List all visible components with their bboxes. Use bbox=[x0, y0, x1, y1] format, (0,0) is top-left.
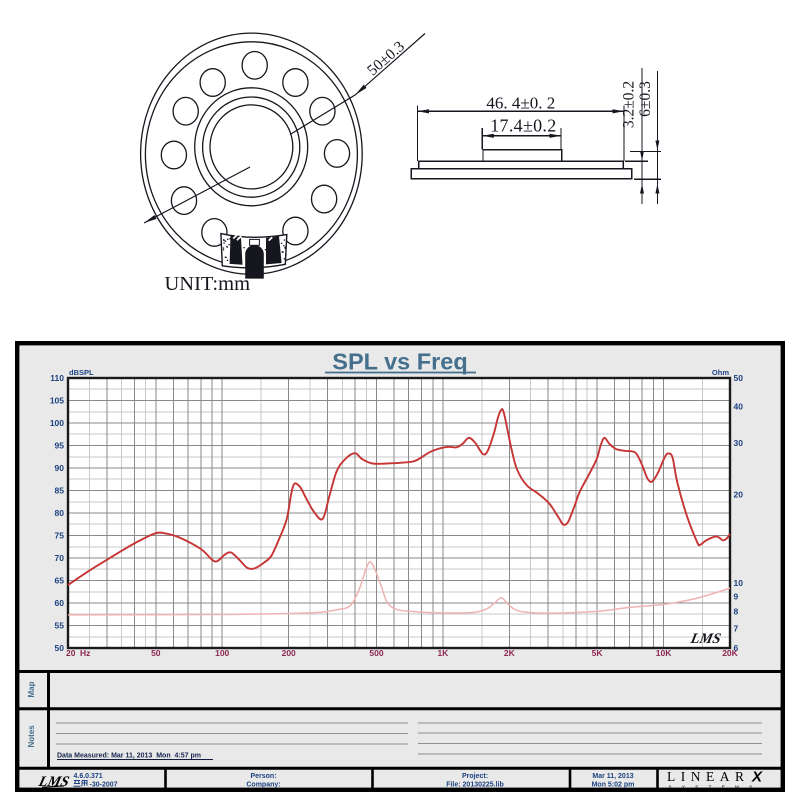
svg-text:File: 20130225.lib: File: 20130225.lib bbox=[446, 782, 504, 789]
svg-text:Person:: Person: bbox=[250, 773, 276, 780]
svg-text:60: 60 bbox=[55, 598, 65, 608]
svg-text:Map: Map bbox=[27, 681, 36, 697]
svg-text:Ohm: Ohm bbox=[712, 368, 729, 377]
svg-text:Notes: Notes bbox=[27, 725, 36, 748]
svg-text:90: 90 bbox=[55, 463, 65, 473]
svg-text:105: 105 bbox=[50, 396, 64, 406]
svg-text:50: 50 bbox=[734, 373, 744, 383]
svg-text:8: 8 bbox=[734, 606, 739, 616]
svg-text:85: 85 bbox=[55, 486, 65, 496]
svg-text:40: 40 bbox=[734, 401, 744, 411]
svg-text:4.6.0.371: 4.6.0.371 bbox=[74, 773, 103, 780]
svg-text:50: 50 bbox=[55, 643, 65, 653]
svg-text:17.4±0.2: 17.4±0.2 bbox=[490, 116, 556, 136]
svg-text:95: 95 bbox=[55, 441, 65, 451]
svg-text:Hz: Hz bbox=[80, 648, 90, 658]
svg-text:100: 100 bbox=[215, 648, 229, 658]
svg-text:20K: 20K bbox=[722, 648, 738, 658]
svg-text:2K: 2K bbox=[504, 648, 516, 658]
svg-text:Data Measured: Mar 11, 2013 M: Data Measured: Mar 11, 2013 Mon 4:57 pm bbox=[57, 753, 201, 760]
svg-text:9: 9 bbox=[734, 591, 739, 601]
svg-text:SYSTEMS: SYSTEMS bbox=[669, 784, 763, 789]
svg-text:75: 75 bbox=[55, 531, 65, 541]
svg-text:30: 30 bbox=[734, 438, 744, 448]
svg-text:200: 200 bbox=[282, 648, 296, 658]
svg-text:80: 80 bbox=[55, 508, 65, 518]
svg-text:70: 70 bbox=[55, 553, 65, 563]
svg-text:Mar 11, 2013: Mar 11, 2013 bbox=[592, 773, 633, 780]
svg-text:6: 6 bbox=[734, 643, 739, 653]
svg-text:110: 110 bbox=[50, 373, 64, 383]
svg-text:500: 500 bbox=[369, 648, 383, 658]
svg-text:UNIT:mm: UNIT:mm bbox=[165, 273, 251, 295]
svg-text:dBSPL: dBSPL bbox=[69, 368, 94, 377]
svg-text:SPL vs Freq: SPL vs Freq bbox=[332, 349, 467, 375]
svg-text:LMS: LMS bbox=[688, 631, 722, 647]
svg-text:Mon 5:02 pm: Mon 5:02 pm bbox=[592, 782, 635, 789]
svg-text:3.2±0.2: 3.2±0.2 bbox=[621, 81, 638, 128]
svg-text:6±0.3: 6±0.3 bbox=[637, 81, 654, 117]
svg-text:Project:: Project: bbox=[462, 773, 488, 780]
svg-text:Company:: Company: bbox=[246, 782, 280, 789]
svg-text:7: 7 bbox=[734, 623, 739, 633]
svg-text:1K: 1K bbox=[437, 648, 449, 658]
svg-text:5K: 5K bbox=[592, 648, 604, 658]
svg-text:LMS: LMS bbox=[36, 774, 71, 790]
svg-text:X: X bbox=[751, 769, 763, 786]
svg-text:-30-2007: -30-2007 bbox=[90, 782, 118, 789]
svg-text:100: 100 bbox=[50, 418, 64, 428]
svg-text:LINEAR: LINEAR bbox=[667, 769, 750, 784]
svg-text:65: 65 bbox=[55, 576, 65, 586]
svg-text:20: 20 bbox=[66, 648, 76, 658]
svg-text:55: 55 bbox=[55, 621, 65, 631]
svg-text:46. 4±0. 2: 46. 4±0. 2 bbox=[486, 94, 555, 113]
svg-text:10: 10 bbox=[734, 578, 744, 588]
svg-text:20: 20 bbox=[734, 490, 744, 500]
svg-text:10K: 10K bbox=[656, 648, 672, 658]
svg-text:50: 50 bbox=[151, 648, 161, 658]
